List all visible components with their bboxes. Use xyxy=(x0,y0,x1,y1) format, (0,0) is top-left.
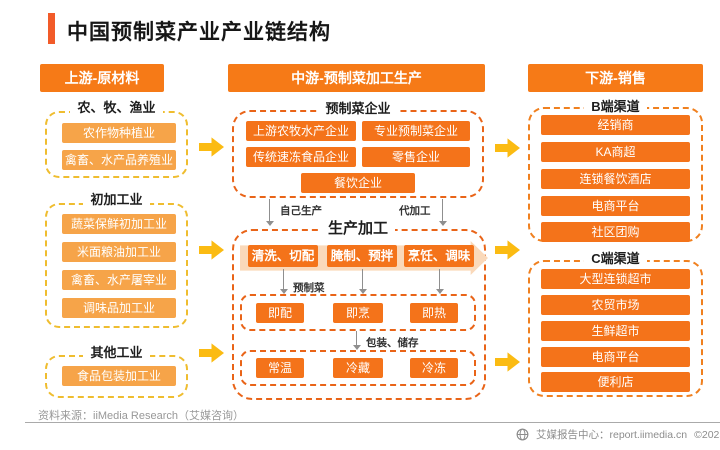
production-label: 生产加工 xyxy=(232,217,484,238)
prepared-type: 即热 xyxy=(410,303,458,323)
down-arrow-icon xyxy=(265,199,274,226)
flow-arrow-right-icon xyxy=(495,352,520,372)
prepared-type: 即烹 xyxy=(333,303,383,323)
enterprise-item: 传统速冻食品企业 xyxy=(246,147,356,167)
b-channel-item: 经销商 xyxy=(541,115,690,135)
footer-copyright: ©2025 iiMedia Research Inc xyxy=(694,428,720,441)
flow-arrow-right-icon xyxy=(495,138,520,158)
title-accent-bar xyxy=(48,13,55,44)
self-production-label: 自己生产 xyxy=(280,205,322,217)
storage-type: 常温 xyxy=(256,358,304,378)
upstream-group-label: 其他工业 xyxy=(45,342,188,361)
storage-type: 冷藏 xyxy=(333,358,383,378)
page-title: 中国预制菜产业产业链结构 xyxy=(67,21,331,44)
process-step: 腌制、预拌 xyxy=(327,245,397,267)
flow-arrow-right-icon xyxy=(199,343,224,363)
iimedia-logo-icon xyxy=(516,428,529,441)
footer-branding: 艾媒报告中心：report.iimedia.cn ©2025 iiMedia R… xyxy=(516,427,720,442)
prepared-food-label: 预制菜 xyxy=(293,282,325,294)
source-note: 资料来源：iiMedia Research（艾媒咨询） xyxy=(38,410,244,422)
process-step: 清洗、切配 xyxy=(248,245,318,267)
upstream-item: 禽畜、水产品养殖业 xyxy=(62,150,176,170)
storage-label: 包装、储存 xyxy=(366,337,419,349)
upstream-item: 蔬菜保鲜初加工业 xyxy=(62,214,176,234)
upstream-item: 调味品加工业 xyxy=(62,298,176,318)
midstream-header: 中游-预制菜加工生产 xyxy=(228,64,485,92)
upstream-header: 上游-原材料 xyxy=(40,64,164,92)
c-channel-item: 便利店 xyxy=(541,372,690,392)
down-arrow-icon xyxy=(438,199,447,226)
b-channel-label: B端渠道 xyxy=(528,96,703,115)
oem-label: 代加工 xyxy=(399,205,431,217)
footer-divider xyxy=(25,422,720,423)
c-channel-label: C端渠道 xyxy=(528,248,703,267)
down-arrow-icon xyxy=(279,269,288,294)
b-channel-item: 电商平台 xyxy=(541,196,690,216)
process-step: 烹饪、调味 xyxy=(404,245,474,267)
enterprise-item: 零售企业 xyxy=(362,147,470,167)
b-channel-item: 社区团购 xyxy=(541,222,690,242)
downstream-header: 下游-销售 xyxy=(528,64,703,92)
footer-site: 艾媒报告中心：report.iimedia.cn xyxy=(536,429,688,441)
storage-types-box xyxy=(240,350,476,386)
flow-arrow-right-icon xyxy=(495,240,520,260)
c-channel-item: 农贸市场 xyxy=(541,295,690,315)
down-arrow-icon xyxy=(352,331,361,350)
b-channel-item: 连锁餐饮酒店 xyxy=(541,169,690,189)
upstream-group-label: 初加工业 xyxy=(45,189,188,208)
enterprise-item: 专业预制菜企业 xyxy=(362,121,470,141)
flow-arrow-right-icon xyxy=(199,137,224,157)
b-channel-item: KA商超 xyxy=(541,142,690,162)
upstream-item: 米面粮油加工业 xyxy=(62,242,176,262)
upstream-item: 禽畜、水产屠宰业 xyxy=(62,270,176,290)
storage-type: 冷冻 xyxy=(410,358,458,378)
flow-arrow-right-icon xyxy=(199,240,224,260)
enterprises-label: 预制菜企业 xyxy=(232,98,484,117)
upstream-group-label: 农、牧、渔业 xyxy=(45,97,188,116)
c-channel-item: 生鲜超市 xyxy=(541,321,690,341)
down-arrow-icon xyxy=(435,269,444,294)
upstream-item: 农作物种植业 xyxy=(62,123,176,143)
enterprise-item: 餐饮企业 xyxy=(301,173,415,193)
upstream-item: 食品包装加工业 xyxy=(62,366,176,386)
c-channel-item: 电商平台 xyxy=(541,347,690,367)
enterprise-item: 上游农牧水产企业 xyxy=(246,121,356,141)
c-channel-item: 大型连锁超市 xyxy=(541,269,690,289)
prepared-types-box xyxy=(240,294,476,331)
prepared-type: 即配 xyxy=(256,303,304,323)
down-arrow-icon xyxy=(358,269,367,294)
